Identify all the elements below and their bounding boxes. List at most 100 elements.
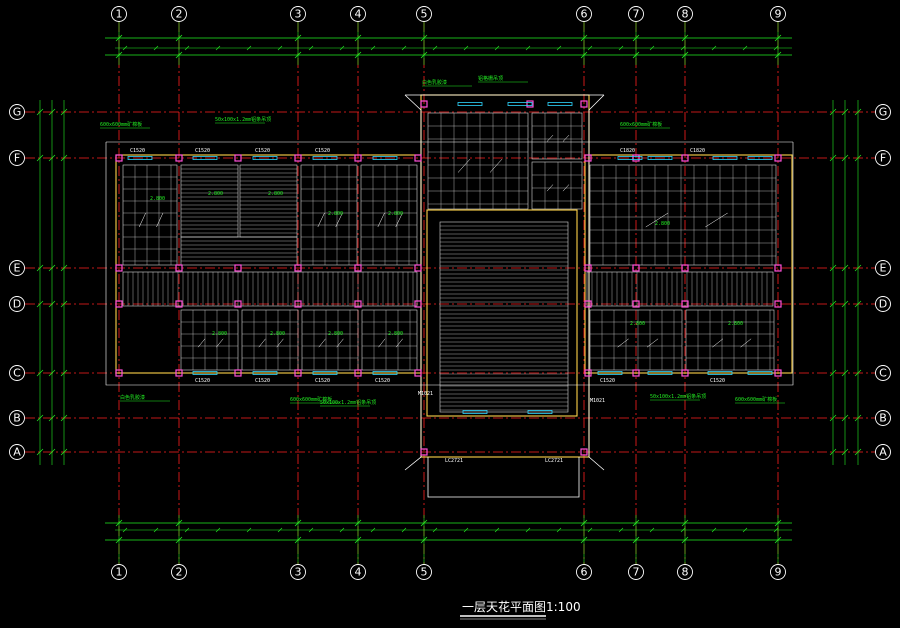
axis-bubble-bottom-8: 8: [677, 564, 693, 580]
axis-bubble-circle: [171, 6, 187, 22]
annotation-note: 50x100x1.2mm铝条吊顶: [215, 116, 271, 123]
axis-bubble-label: 9: [775, 566, 782, 579]
axis-bubble-label: F: [14, 152, 20, 165]
dimension-tick: [854, 369, 862, 377]
column: [175, 154, 183, 162]
dimension-tick-minor: [122, 527, 128, 533]
axis-bubble-circle: [9, 150, 25, 166]
window: [312, 156, 338, 160]
dimension-tick: [60, 448, 68, 456]
axis-bubble-label: E: [14, 262, 21, 275]
axis-bubble-circle: [770, 6, 786, 22]
dimension-tick: [829, 264, 837, 272]
column: [414, 369, 422, 377]
corridor-left: [122, 271, 418, 307]
dimension-tick-minor: [463, 527, 469, 533]
room-left-lower-1-outline: [180, 309, 239, 371]
dimension-tick: [841, 448, 849, 456]
dimension-tick-minor: [215, 527, 221, 533]
room-left-stair: [180, 236, 298, 266]
dimension-tick: [60, 300, 68, 308]
drawing-title-block: 一层天花平面图 1:100: [460, 599, 581, 620]
axis-bubble-top-9: 9: [770, 6, 786, 22]
axis-bubble-label: 8: [682, 8, 689, 21]
room-elevation-label: 2.800: [328, 211, 343, 217]
axis-bubble-right-G: G: [875, 104, 891, 120]
axis-bubble-label: 2: [176, 8, 183, 21]
column: [681, 300, 689, 308]
ceiling-light-mark: [562, 134, 570, 142]
axis-bubble-left-B: B: [9, 410, 25, 426]
dimension-tick-minor: [370, 45, 376, 51]
ceiling-light-mark: [258, 338, 266, 348]
window: [617, 156, 643, 160]
room-elevation-label: 2.800: [630, 321, 645, 327]
dimension-tick-minor: [742, 527, 748, 533]
dimension-tick-minor: [153, 45, 159, 51]
window-tag: C1520: [375, 378, 390, 384]
column: [584, 154, 592, 162]
window: [647, 156, 673, 160]
column: [420, 100, 428, 108]
room-center-hall-outline: [439, 221, 569, 413]
dimension-tick-minor: [587, 527, 593, 533]
dimension-tick-minor: [401, 527, 407, 533]
ceiling-light-mark: [546, 134, 554, 142]
annotation-note: 铝格栅吊顶: [478, 75, 503, 82]
column: [774, 264, 782, 272]
room-center-hall: [439, 221, 569, 413]
window: [372, 371, 398, 375]
axis-bubble-bottom-7: 7: [628, 564, 644, 580]
room-elevation-label: 2.800: [150, 196, 165, 202]
axis-bubble-right-D: D: [875, 296, 891, 312]
axis-bubble-circle: [677, 6, 693, 22]
entrance-canopy: [427, 457, 580, 498]
dimension-tick: [60, 154, 68, 162]
axis-bubble-top-6: 6: [576, 6, 592, 22]
axis-bubble-label: A: [13, 446, 21, 459]
room-left-upper-3-outline: [300, 164, 358, 266]
axis-bubble-circle: [290, 564, 306, 580]
dimension-tick-minor: [525, 527, 531, 533]
ceiling-light-mark: [156, 212, 164, 228]
axis-bubble-circle: [171, 564, 187, 580]
dimension-tick-minor: [711, 527, 717, 533]
column: [632, 264, 640, 272]
dimension-tick: [829, 154, 837, 162]
window-tag: C1820: [620, 148, 635, 154]
room-left-lower-3: [301, 309, 359, 371]
column: [354, 300, 362, 308]
window-tag: C1520: [255, 378, 270, 384]
axis-bubble-label: 2: [176, 566, 183, 579]
annotation-note: 50x100x1.2mm铝条吊顶: [650, 393, 706, 400]
roof-eave-outline: [105, 142, 794, 386]
column: [580, 100, 588, 108]
drawing-scale: 1:100: [546, 600, 581, 614]
corridor-right-outline: [586, 271, 774, 307]
dimension-tick: [36, 154, 44, 162]
dimension-tick: [854, 448, 862, 456]
axis-bubble-label: 6: [581, 566, 588, 579]
dimension-tick: [48, 448, 56, 456]
window: [252, 156, 278, 160]
axis-bubble-circle: [628, 6, 644, 22]
axis-bubble-top-5: 5: [416, 6, 432, 22]
ceiling-light-mark: [197, 338, 206, 348]
axis-bubble-left-A: A: [9, 444, 25, 460]
dimension-tick-minor: [773, 45, 779, 51]
dimension-tick: [48, 369, 56, 377]
axis-bubble-label: 5: [421, 8, 428, 21]
window-tag: C1520: [315, 148, 330, 154]
window-tag: C1820: [690, 148, 705, 154]
ceiling-light-mark: [138, 212, 146, 228]
column: [414, 264, 422, 272]
axis-bubble-bottom-2: 2: [171, 564, 187, 580]
room-elevation-label: 2.800: [270, 331, 285, 337]
ceiling-light-mark: [457, 158, 471, 173]
window: [597, 371, 623, 375]
axis-bubble-circle: [416, 6, 432, 22]
axis-bubble-circle: [9, 365, 25, 381]
column: [294, 154, 302, 162]
wall-center-left-eave: [404, 94, 422, 471]
annotation-note: 600x600mm矿棉板: [620, 121, 662, 128]
